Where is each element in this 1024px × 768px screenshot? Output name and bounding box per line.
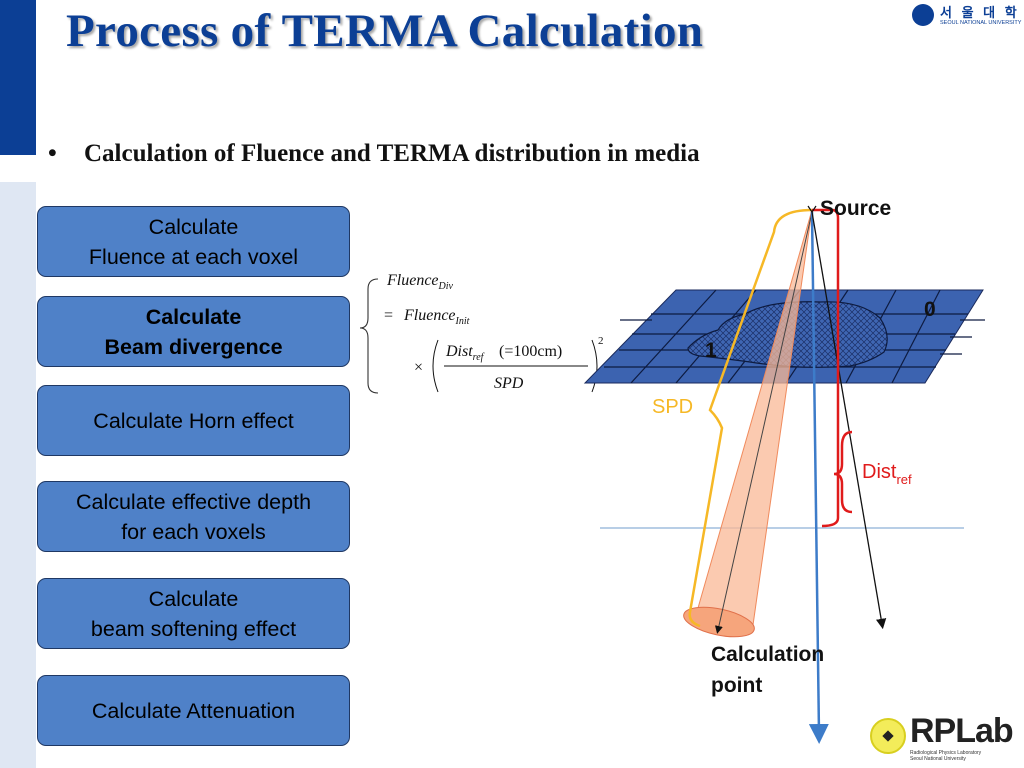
voxel-label-one: 1 (705, 339, 717, 362)
snu-seal-icon (912, 4, 934, 26)
source-point-icon (807, 205, 817, 214)
rplab-logo: RPLab Radiological Physics Laboratory Se… (868, 712, 1018, 762)
formula-exponent: 2 (598, 335, 604, 347)
spd-label: SPD (652, 396, 693, 418)
step-line: Calculate (148, 586, 239, 611)
bullet-dot-icon: • (48, 140, 57, 167)
bullet-item: • Calculation of Fluence and TERMA distri… (48, 140, 700, 168)
rplab-logo-line2: Seoul National University (910, 756, 966, 762)
snu-logo-english: SEOUL NATIONAL UNIVERSITY (940, 20, 1022, 26)
formula-brace (359, 278, 379, 394)
left-side-panel (0, 182, 36, 768)
step-line: Calculate Attenuation (91, 698, 296, 723)
step-line: beam softening effect (90, 616, 297, 641)
step-depth-box: Calculate effective depth for each voxel… (37, 481, 350, 552)
step-line: Calculate Horn effect (93, 408, 294, 433)
snu-logo-korean: 서 울 대 학 교 (940, 5, 1024, 20)
step-line: Beam divergence (104, 334, 283, 359)
dist-ref-brace (833, 430, 853, 514)
dist-ref-label: Distref (862, 461, 912, 487)
formula-fluence-init: FluenceInit (403, 307, 470, 327)
calculation-point-label: Calculation (711, 643, 824, 666)
formula-equals: = (384, 307, 393, 324)
step-line: for each voxels (121, 519, 266, 544)
formula: FluenceDiv = FluenceInit × Distref (=100… (384, 272, 604, 393)
step-horn-box: Calculate Horn effect (37, 385, 350, 456)
formula-left-paren (432, 339, 439, 393)
left-accent-bar (0, 0, 36, 155)
rplab-logo-line1: Radiological Physics Laboratory (910, 750, 982, 756)
central-ray (714, 211, 813, 634)
beam-axis (808, 211, 829, 744)
formula-spd: SPD (494, 375, 524, 392)
step-attenuation-box: Calculate Attenuation (37, 675, 350, 746)
formula-times: × (414, 359, 423, 376)
bullet-text: Calculation of Fluence and TERMA distrib… (84, 140, 700, 167)
rplab-emblem-icon (870, 718, 906, 754)
calculation-point-label-line2: point (711, 674, 762, 697)
snu-logo: 서 울 대 학 교 SEOUL NATIONAL UNIVERSITY (912, 2, 1024, 30)
beam-edge-right (751, 209, 813, 633)
step-line: Fluence at each voxel (88, 244, 299, 269)
formula-ref-value: (=100cm) (499, 343, 562, 360)
beam-cone (694, 210, 812, 632)
divergent-ray (811, 211, 887, 630)
formula-fluence-div: FluenceDiv (386, 272, 454, 292)
beam-edge-left (693, 209, 813, 623)
voxel-label-zero: 0 (924, 298, 936, 321)
step-line: Calculate (148, 214, 239, 239)
slide-title: Process of TERMA Calculation (66, 5, 704, 57)
step-fluence-box: Calculate Fluence at each voxel (37, 206, 350, 277)
step-divergence-box: Calculate Beam divergence (37, 296, 350, 367)
step-line: Calculate (145, 304, 242, 329)
calculation-point-ellipse (683, 606, 755, 638)
step-softening-box: Calculate beam softening effect (37, 578, 350, 649)
step-line: Calculate effective depth (75, 489, 312, 514)
dist-ref-line (812, 208, 840, 528)
formula-dist-ref: Distref (445, 343, 485, 363)
formula-right-paren (591, 339, 598, 393)
source-label: Source (820, 197, 891, 220)
rplab-logo-name: RPLab (910, 712, 1014, 750)
spd-bracket (688, 208, 813, 628)
